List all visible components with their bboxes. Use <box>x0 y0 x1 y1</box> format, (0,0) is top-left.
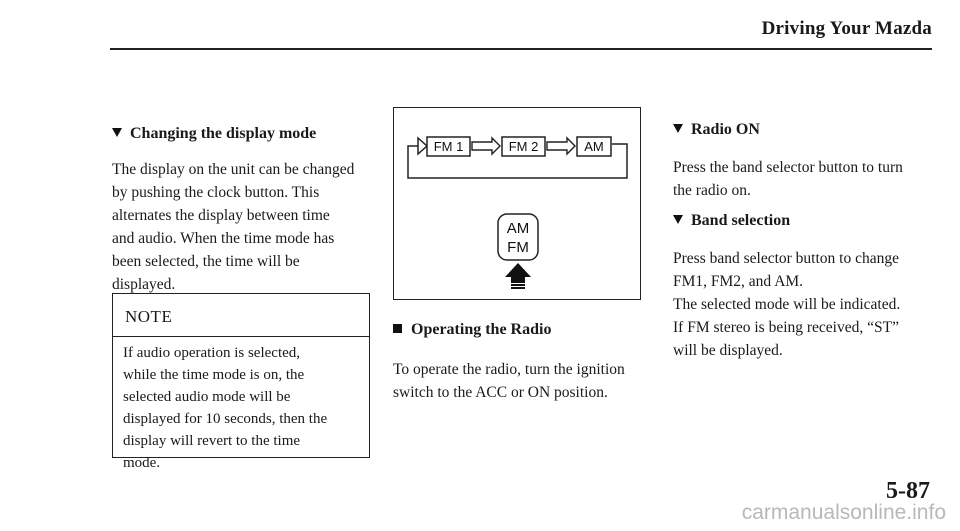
paragraph-line: and audio. When the time mode has <box>112 230 335 247</box>
paragraph-line: FM1, FM2, and AM. <box>673 273 804 290</box>
am-label: AM <box>584 139 604 154</box>
note-line: selected audio mode will be <box>123 389 291 405</box>
triangle-bullet-icon <box>673 124 683 133</box>
note-line: If audio operation is selected, <box>123 345 301 361</box>
note-divider <box>113 336 369 337</box>
page-number: 5-87 <box>886 478 930 504</box>
paragraph-line: To operate the radio, turn the ignition <box>393 361 625 378</box>
button-fm-label: FM <box>507 239 529 256</box>
button-am-label: AM <box>507 220 530 237</box>
paragraph-line: will be displayed. <box>673 342 783 359</box>
heading-radio-on: Radio ON <box>673 121 760 139</box>
band-selection-paragraph: Press band selector button to change FM1… <box>673 247 953 362</box>
paragraph-line: displayed. <box>112 276 176 293</box>
paragraph-line: Press band selector button to change <box>673 250 899 267</box>
am-fm-button-icon <box>497 213 539 261</box>
paragraph-line: If FM stereo is being received, “ST” <box>673 319 899 336</box>
fm2-box <box>501 136 546 157</box>
paragraph-line: Press the band selector button to turn <box>673 159 903 176</box>
paragraph-line: The display on the unit can be changed <box>112 161 355 178</box>
fm1-label: FM 1 <box>434 139 464 154</box>
arrow-fm2-to-am-icon <box>546 136 576 156</box>
note-line: mode. <box>123 455 161 471</box>
triangle-bullet-icon <box>673 215 683 224</box>
paragraph-line: been selected, the time will be <box>112 253 300 270</box>
note-title: NOTE <box>125 307 173 326</box>
note-box: NOTE If audio operation is selected, whi… <box>112 293 370 471</box>
paragraph-line: alternates the display between time <box>112 207 330 224</box>
note-line: display will revert to the time <box>123 433 301 449</box>
heading-operating-radio: Operating the Radio <box>393 321 551 339</box>
heading-band-selection: Band selection <box>673 212 790 230</box>
fm1-box <box>426 136 471 157</box>
push-arrow-icon <box>505 263 531 289</box>
heading-changing-display-mode: Changing the display mode <box>112 125 316 143</box>
radio-on-paragraph: Press the band selector button to turn t… <box>673 156 953 202</box>
arrow-into-fm1-icon <box>417 136 429 156</box>
note-text: If audio operation is selected, while th… <box>123 342 363 474</box>
display-mode-paragraph: The display on the unit can be changed b… <box>112 158 382 296</box>
header-divider <box>110 48 932 50</box>
triangle-bullet-icon <box>112 128 122 137</box>
arrow-fm1-to-fm2-icon <box>471 136 501 156</box>
paragraph-line: by pushing the clock button. This <box>112 184 320 201</box>
watermark-text: carmanualsonline.info <box>741 501 946 524</box>
band-cycle-diagram: FM 1 FM 2 AM AM FM <box>407 136 628 289</box>
paragraph-line: the radio on. <box>673 182 751 199</box>
square-bullet-icon <box>393 324 402 333</box>
operating-radio-paragraph: To operate the radio, turn the ignition … <box>393 358 663 404</box>
paragraph-line: The selected mode will be indicated. <box>673 296 901 313</box>
note-line: displayed for 10 seconds, then the <box>123 411 328 427</box>
loop-back-line <box>407 143 628 179</box>
note-line: while the time mode is on, the <box>123 367 305 383</box>
band-selector-figure: FM 1 FM 2 AM AM FM <box>393 107 641 300</box>
am-box <box>576 136 612 157</box>
loop-entry-line <box>407 145 418 154</box>
page-header-title: Driving Your Mazda <box>761 18 932 39</box>
paragraph-line: switch to the ACC or ON position. <box>393 384 608 401</box>
fm2-label: FM 2 <box>509 139 539 154</box>
